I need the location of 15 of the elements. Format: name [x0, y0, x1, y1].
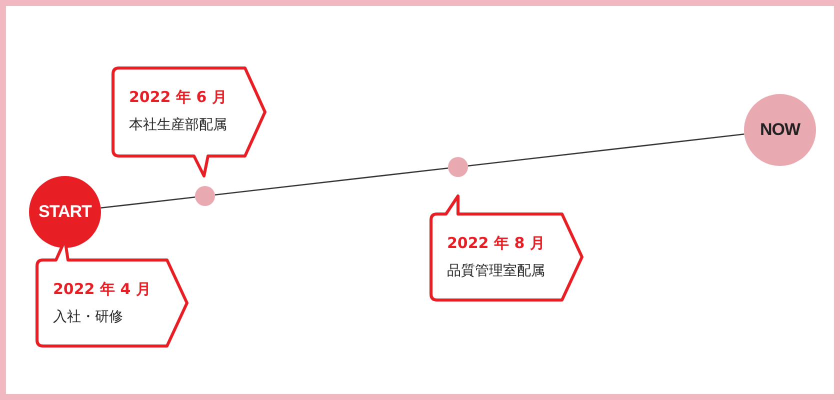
timeline-dot: [448, 157, 468, 177]
callout-bubble: [429, 194, 584, 302]
timeline-line: [100, 196, 196, 209]
event-label: 品質管理室配属: [447, 262, 545, 280]
event-label: 入社・研修: [53, 308, 123, 326]
timeline-line: [214, 168, 448, 196]
circle-label: NOW: [760, 120, 800, 140]
date-label: 2022 年 8 月: [447, 234, 545, 253]
date-label: 2022 年 4 月: [53, 280, 151, 299]
timeline-dot: [195, 186, 215, 206]
date-label: 2022 年 6 月: [129, 88, 227, 107]
circle-label: START: [38, 202, 92, 222]
callout-bubble: [111, 66, 267, 178]
event-label: 本社生産部配属: [129, 116, 227, 134]
timeline-line: [468, 133, 744, 166]
